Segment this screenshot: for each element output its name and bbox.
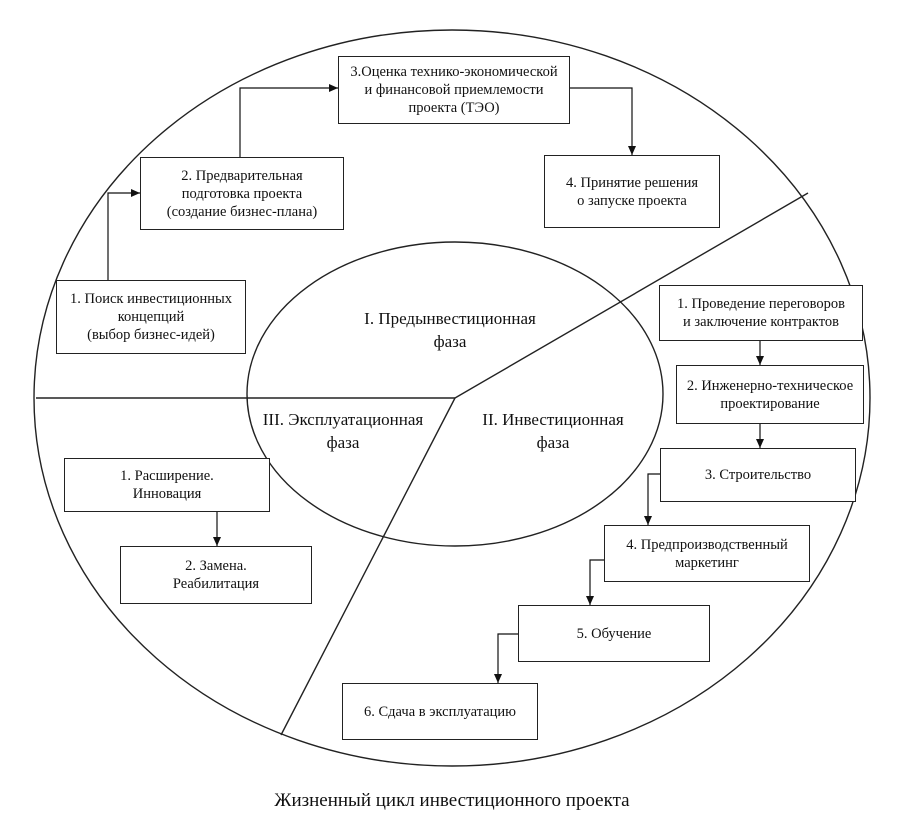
arrow-pre-3-4 xyxy=(570,87,636,155)
pre-step-4-box: 4. Принятие решения о запуске проекта xyxy=(544,155,720,228)
pre-step-3-line-2: и финансовой приемлемости xyxy=(364,82,544,98)
invest-step-1-line-1: 1. Проведение переговоров xyxy=(677,296,845,312)
exploit-step-1-box: 1. Расширение. Инновация xyxy=(64,458,270,512)
invest-step-1-box: 1. Проведение переговоров и заключение к… xyxy=(659,285,863,341)
phase-exploit-line-2: фаза xyxy=(326,433,360,452)
outer-ellipse xyxy=(33,29,871,767)
pre-step-4-line-1: 4. Принятие решения xyxy=(565,174,699,191)
invest-step-2-line-1: 2. Инженерно-техническое xyxy=(686,377,854,394)
invest-step-2-box: 2. Инженерно-техническое проектирование xyxy=(676,365,864,424)
invest-step-4-box: 4. Предпроизводственный маркетинг xyxy=(604,525,810,582)
exploit-step-1-line-1: 1. Расширение. xyxy=(120,468,214,484)
arrow-pre-1-2 xyxy=(107,189,140,280)
invest-step-2-line-2: проектирование xyxy=(720,395,820,412)
invest-step-4-line-2: маркетинг xyxy=(675,554,739,571)
arrow-inv-3-4 xyxy=(644,473,660,525)
pre-step-4-line-2: о запуске проекта xyxy=(577,192,687,209)
invest-step-1-line-2: и заключение контрактов xyxy=(682,314,840,330)
pre-step-3-box: 3.Оценка технико-экономической и финансо… xyxy=(338,56,570,124)
inner-ellipse xyxy=(246,241,664,547)
divider-bottom xyxy=(280,397,456,736)
invest-step-5-line-1: 5. Обучение xyxy=(576,625,652,642)
arrow-inv-5-6 xyxy=(494,633,518,683)
invest-step-3-box: 3. Строительство xyxy=(660,448,856,502)
invest-step-5-box: 5. Обучение xyxy=(518,605,710,662)
exploit-step-2-line-2: Реабилитация xyxy=(172,576,260,592)
pre-step-2-line-1: 2. Предварительная xyxy=(181,167,303,184)
pre-step-2-line-3: (создание бизнес-плана) xyxy=(166,203,318,220)
exploit-step-2-line-1: 2. Замена. xyxy=(185,558,247,574)
arrow-inv-4-5 xyxy=(586,559,604,605)
pre-step-1-box: 1. Поиск инвестиционных концепций (выбор… xyxy=(56,280,246,354)
pre-step-2-box: 2. Предварительная подготовка проекта (с… xyxy=(140,157,344,230)
pre-step-1-line-1: 1. Поиск инвестиционных xyxy=(70,291,232,307)
phase-exploit-line-1: III. Эксплуатационная xyxy=(262,410,424,429)
phase-exploitation: III. Эксплуатационная фаза xyxy=(238,408,448,454)
phase-pre-line-2: фаза xyxy=(433,332,467,351)
pre-step-1-line-2: концепций xyxy=(117,309,185,325)
exploit-step-1-line-2: Инновация xyxy=(132,486,202,502)
phase-invest-line-1: II. Инвестиционная xyxy=(482,410,624,429)
arrow-pre-2-3 xyxy=(239,84,338,157)
pre-step-2-line-2: подготовка проекта xyxy=(181,185,303,202)
invest-step-4-line-1: 4. Предпроизводственный xyxy=(626,536,788,553)
invest-step-6-line-1: 6. Сдача в эксплуатацию xyxy=(364,703,516,720)
phase-invest-line-2: фаза xyxy=(536,433,570,452)
pre-step-1-line-3: (выбор бизнес-идей) xyxy=(87,327,215,343)
phase-pre-investment: I. Предынвестиционная фаза xyxy=(345,307,555,353)
pre-step-3-line-3: проекта (ТЭО) xyxy=(408,100,500,116)
pre-step-3-line-1: 3.Оценка технико-экономической xyxy=(350,64,558,80)
invest-step-3-line-1: 3. Строительство xyxy=(704,467,812,483)
exploit-step-2-box: 2. Замена. Реабилитация xyxy=(120,546,312,604)
phase-investment: II. Инвестиционная фаза xyxy=(458,408,648,454)
invest-step-6-box: 6. Сдача в эксплуатацию xyxy=(342,683,538,740)
diagram-caption: Жизненный цикл инвестиционного проекта xyxy=(274,790,630,811)
divider-right xyxy=(454,192,809,399)
phase-pre-line-1: I. Предынвестиционная xyxy=(364,309,536,328)
